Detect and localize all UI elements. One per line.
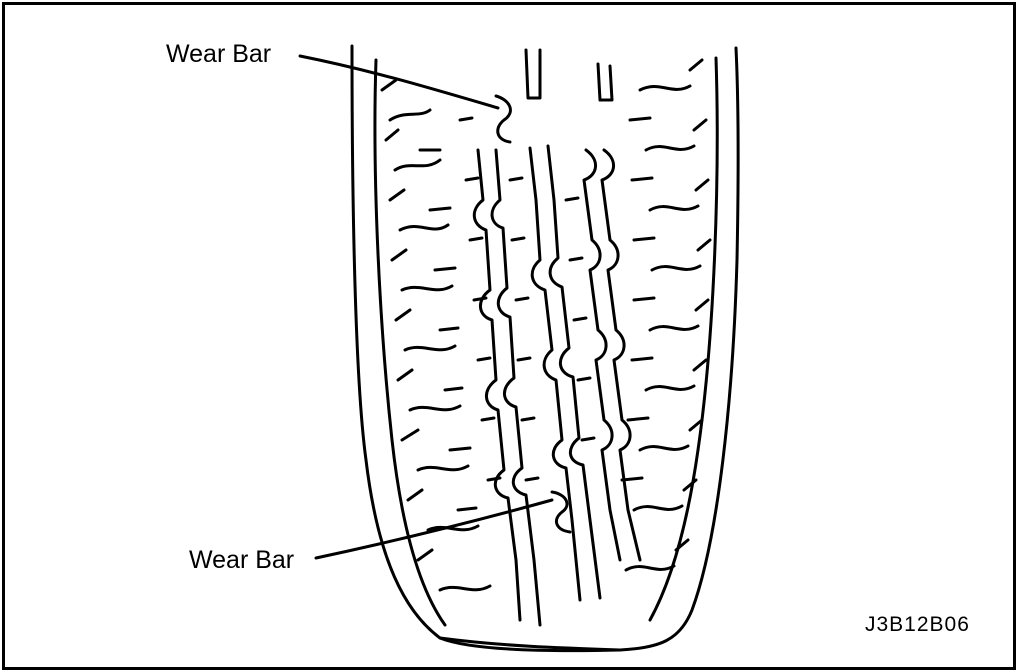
wear-bar-label-bottom: Wear Bar bbox=[189, 548, 294, 573]
wear-bar-bottom-shape bbox=[552, 492, 570, 532]
groove-1-left bbox=[474, 150, 520, 620]
groove-3-left bbox=[584, 150, 620, 560]
top-notch-2 bbox=[598, 64, 612, 100]
leader-line-top bbox=[300, 56, 498, 108]
top-notch-1 bbox=[526, 50, 540, 98]
tire-shoulder-left bbox=[375, 60, 445, 625]
figure-id: J3B12B06 bbox=[865, 614, 970, 635]
wear-bar-top-shape bbox=[496, 96, 510, 142]
tire-shoulder-right bbox=[650, 58, 717, 620]
wear-bar-label-top: Wear Bar bbox=[166, 42, 271, 67]
